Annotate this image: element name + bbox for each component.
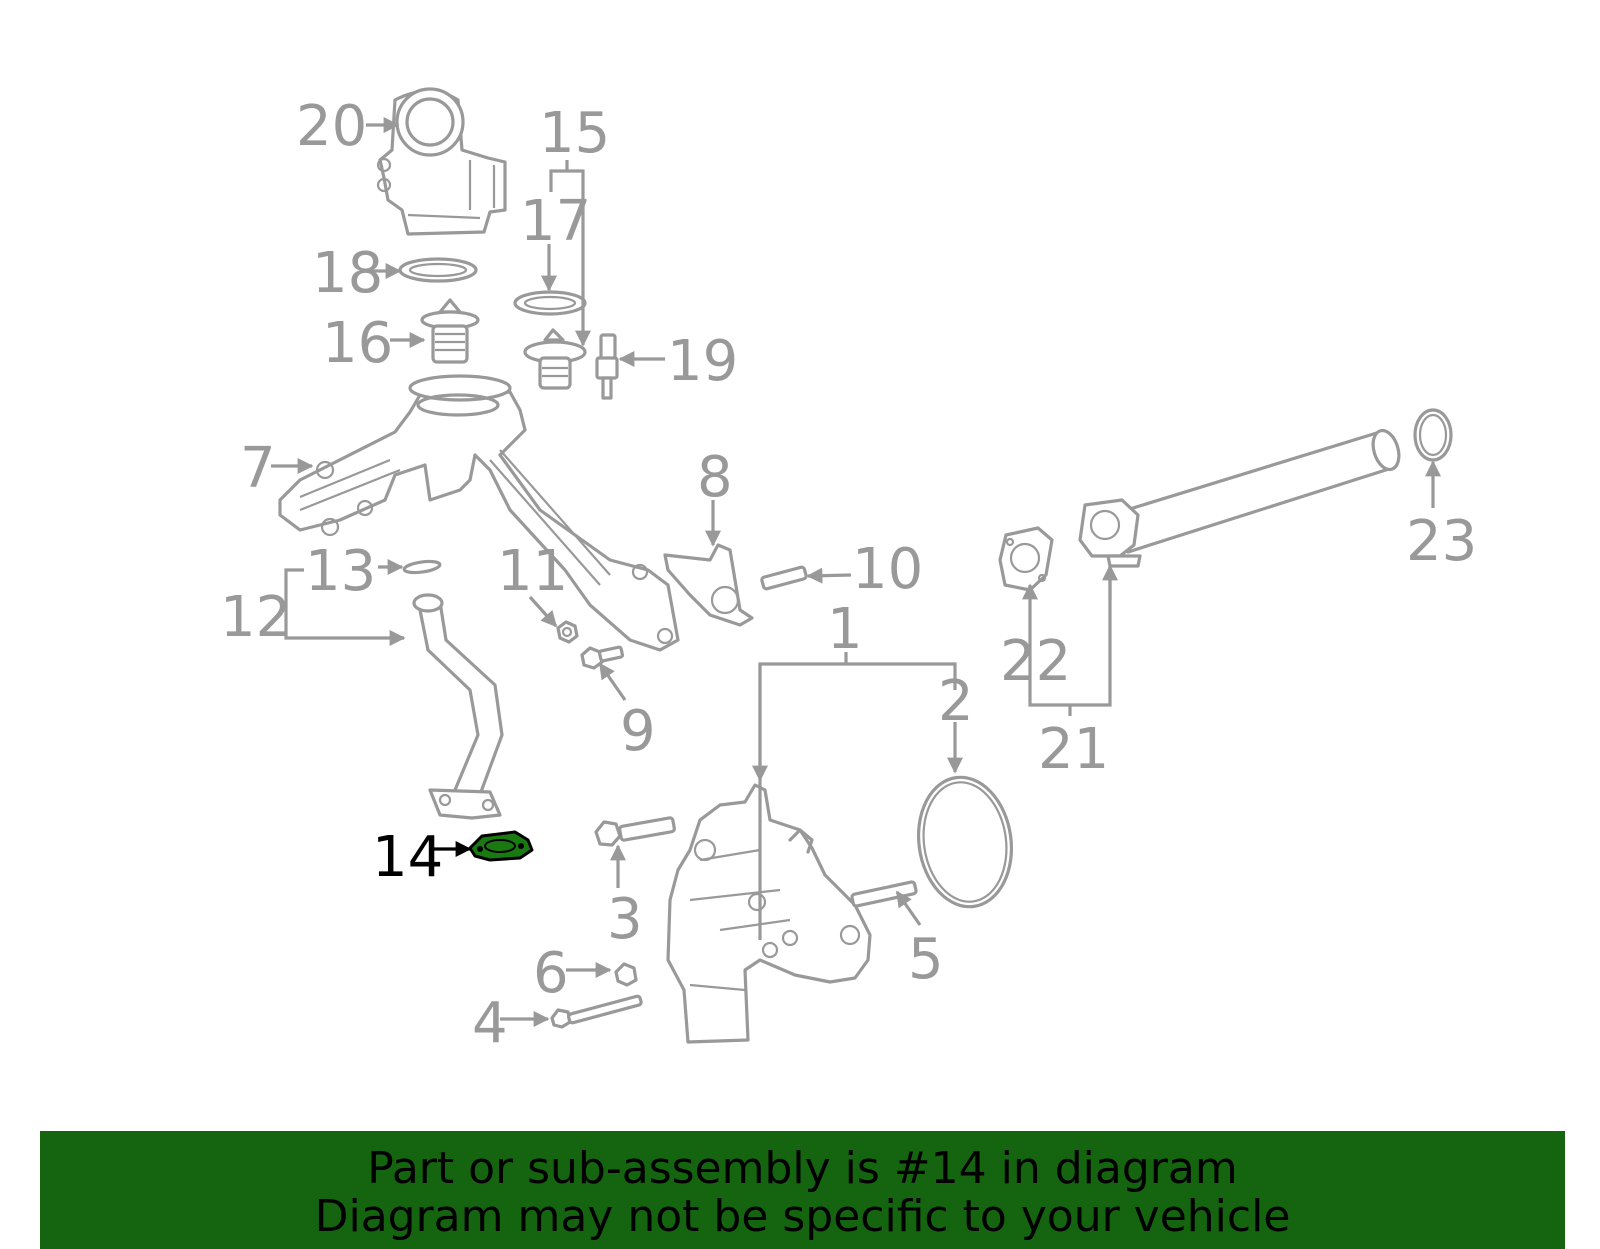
part-18-inner xyxy=(408,262,468,278)
callout-9: 9 xyxy=(620,699,656,764)
callout-12: 12 xyxy=(220,585,291,650)
callout-16: 16 xyxy=(322,311,393,376)
part-23-oring xyxy=(1413,408,1453,462)
part-21-pipe xyxy=(1078,428,1401,568)
part-18-gasket xyxy=(398,257,478,283)
part-17-inner xyxy=(523,295,577,311)
callout-11: 11 xyxy=(497,539,568,604)
callout-20: 20 xyxy=(296,94,367,159)
callout-13: 13 xyxy=(305,539,376,604)
callout-8: 8 xyxy=(697,445,733,510)
callout-21: 21 xyxy=(1038,717,1109,782)
part-20-water-outlet xyxy=(376,87,507,236)
banner-line-part-info: Part or sub-assembly is #14 in diagram xyxy=(367,1143,1238,1194)
part-7-manifold xyxy=(278,374,680,652)
part-4-bolt xyxy=(550,994,643,1029)
callout-17: 17 xyxy=(520,189,591,254)
callout-10: 10 xyxy=(852,537,923,602)
callout-22: 22 xyxy=(1000,629,1071,694)
banner-line-disclaimer: Diagram may not be specific to your vehi… xyxy=(314,1191,1291,1242)
part-5-stud xyxy=(850,880,918,908)
part-10-stud xyxy=(760,565,808,591)
callout-4: 4 xyxy=(472,991,508,1056)
callout-18: 18 xyxy=(312,241,383,306)
callout-14-highlighted: 14 xyxy=(372,825,443,890)
callout-3: 3 xyxy=(607,887,643,952)
part-14-gasket-highlighted xyxy=(468,830,534,862)
part-11-nut xyxy=(556,620,579,644)
part-15-thermostat xyxy=(523,328,587,390)
part-16-thermostat xyxy=(420,298,480,364)
part-13-oring xyxy=(402,559,442,575)
part-12-pipe xyxy=(412,593,504,820)
part-1-water-pump xyxy=(666,783,872,1044)
part-2-oring xyxy=(916,775,1014,909)
part-22-gasket xyxy=(998,526,1054,592)
part-17-gasket xyxy=(513,290,587,316)
callout-5: 5 xyxy=(908,927,944,992)
part-3-bolt xyxy=(594,816,676,847)
callout-15: 15 xyxy=(539,101,610,166)
part-23-inner xyxy=(1418,413,1448,457)
callout-1: 1 xyxy=(827,597,863,662)
callout-6: 6 xyxy=(533,941,569,1006)
part-8-gasket xyxy=(663,543,754,627)
callout-2: 2 xyxy=(938,669,974,734)
part-9-bolt xyxy=(580,645,625,670)
part-6-nut xyxy=(614,962,638,987)
info-banner: Part or sub-assembly is #14 in diagram D… xyxy=(40,1131,1565,1249)
part-2-inner xyxy=(922,781,1008,903)
callout-7: 7 xyxy=(240,436,276,501)
leader-lines xyxy=(271,117,1441,1027)
callout-19: 19 xyxy=(667,329,738,394)
callout-23: 23 xyxy=(1406,509,1477,574)
part-19-sensor xyxy=(595,333,619,400)
